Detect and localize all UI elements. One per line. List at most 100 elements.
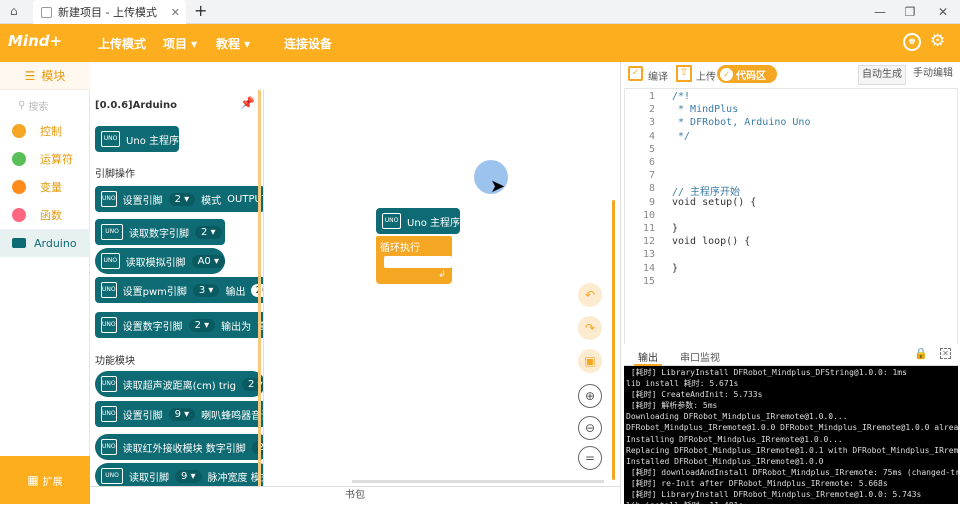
console-line: [耗时] LibraryInstall DFRobot_Mindplus_DFS… bbox=[626, 368, 907, 377]
block-set-digital[interactable]: UNO 设置数字引脚 2 ▾ 输出为 高电 bbox=[95, 312, 263, 338]
zoom-reset-button[interactable]: = bbox=[578, 446, 602, 470]
uno-board-icon: UNO bbox=[101, 376, 117, 392]
menu-upload-mode[interactable]: 上传模式 bbox=[98, 37, 147, 51]
block-pulse-width[interactable]: UNO 读取引脚 9 ▾ 脉冲宽度 模式 bbox=[95, 463, 263, 486]
extension-button[interactable]: ▦ 扩展 bbox=[0, 456, 90, 504]
upload-icon[interactable]: ⇧ bbox=[676, 65, 692, 82]
code-line: */ bbox=[672, 130, 691, 142]
pin-dropdown[interactable]: 2 ▾ bbox=[242, 377, 263, 391]
minimize-icon[interactable]: — bbox=[874, 5, 886, 19]
palette-scrollbar[interactable] bbox=[258, 90, 261, 486]
horizontal-scrollbar[interactable] bbox=[352, 480, 604, 483]
workspace-uno-main[interactable]: UNO Uno 主程序 bbox=[376, 208, 460, 234]
pin-dropdown[interactable]: 2 ▾ bbox=[168, 192, 196, 206]
menu-connect-device[interactable]: 连接设备 bbox=[284, 37, 333, 51]
block-set-pwm[interactable]: UNO 设置pwm引脚 3 ▾ 输出 200 bbox=[95, 277, 263, 303]
block-label: 设置引脚 bbox=[122, 410, 163, 422]
line-number: 5 bbox=[648, 143, 655, 155]
manual-edit-tab[interactable]: 手动编辑 bbox=[913, 68, 953, 79]
category-operators-dot bbox=[12, 152, 26, 166]
line-number: 8 bbox=[648, 183, 655, 195]
pin-dropdown[interactable]: 9 ▾ bbox=[168, 407, 196, 421]
pin-dropdown[interactable]: 9 ▾ bbox=[175, 469, 202, 483]
robot-icon[interactable]: ♚ bbox=[903, 33, 921, 51]
block-label: 设置引脚 bbox=[122, 195, 163, 207]
pin-dropdown[interactable]: 2 ▾ bbox=[195, 225, 222, 239]
block-label: 喇叭蜂鸣器音调 bbox=[201, 410, 263, 422]
screenshot-button[interactable]: ▣ bbox=[578, 349, 602, 373]
console-line: [耗时] 解析参数: 5ms bbox=[626, 401, 718, 411]
console-output[interactable]: [耗时] LibraryInstall DFRobot_Mindplus_DFS… bbox=[624, 366, 958, 504]
code-line: } bbox=[672, 262, 679, 274]
category-control[interactable]: 控制 bbox=[0, 117, 90, 145]
line-number: 13 bbox=[642, 249, 655, 261]
tab-close-icon[interactable]: ✕ bbox=[170, 5, 180, 19]
block-palette: [0.0.6]Arduino 📌 UNO Uno 主程序 引脚操作 UNO 设置… bbox=[90, 90, 264, 486]
backpack-bar[interactable]: 书包 bbox=[90, 486, 620, 504]
search-box[interactable]: ⚲ 搜索 bbox=[18, 96, 84, 114]
tab-serial-monitor[interactable]: 串口监视 bbox=[680, 353, 720, 364]
category-functions[interactable]: 函数 bbox=[0, 201, 90, 229]
line-number: 4 bbox=[648, 130, 655, 142]
block-uno-main[interactable]: UNO Uno 主程序 bbox=[95, 126, 179, 152]
tab-blocks[interactable]: ☰ 模块 bbox=[0, 62, 90, 90]
block-ir-receiver[interactable]: UNO 读取红外接收模块 数字引脚 2 ▾ bbox=[95, 434, 263, 460]
codearea-toggle[interactable]: ✓ 代码区 bbox=[717, 65, 777, 83]
compile-label[interactable]: 编译 bbox=[648, 72, 668, 83]
block-buzzer[interactable]: UNO 设置引脚 9 ▾ 喇叭蜂鸣器音调 bbox=[95, 401, 263, 427]
block-read-digital[interactable]: UNO 读取数字引脚 2 ▾ bbox=[95, 219, 225, 245]
line-number: 11 bbox=[642, 223, 655, 234]
tab-title: 新建项目 - 上传模式 bbox=[58, 6, 157, 19]
loop-block[interactable]: 循环执行 ↲ bbox=[376, 236, 452, 284]
undo-button[interactable]: ↶ bbox=[578, 283, 602, 307]
category-variables-dot bbox=[12, 180, 26, 194]
compile-icon[interactable]: ✓ bbox=[628, 66, 643, 81]
pin-icon[interactable]: 📌 bbox=[240, 96, 255, 110]
uno-board-icon: UNO bbox=[382, 213, 402, 229]
pin-dropdown[interactable]: A0 ▾ bbox=[191, 254, 225, 268]
code-line: void setup() { bbox=[672, 196, 757, 208]
app-tab[interactable]: 新建项目 - 上传模式 ✕ bbox=[33, 0, 186, 24]
pin-dropdown[interactable]: 2 ▾ bbox=[188, 318, 216, 332]
loop-label: 循环执行 bbox=[380, 243, 420, 254]
block-set-pin-mode[interactable]: UNO 设置引脚 2 ▾ 模式 OUTPUT bbox=[95, 186, 264, 212]
code-line: * MindPlus bbox=[672, 104, 739, 116]
zoom-in-button[interactable]: ⊕ bbox=[578, 384, 602, 408]
search-placeholder: 搜索 bbox=[28, 101, 49, 113]
workspace-scrollbar[interactable] bbox=[612, 200, 615, 480]
extension-label: 扩展 bbox=[42, 476, 63, 488]
code-line: * DFRobot, Arduino Uno bbox=[672, 117, 811, 129]
category-operators[interactable]: 运算符 bbox=[0, 145, 90, 173]
window-close-icon[interactable]: ✕ bbox=[937, 5, 949, 19]
restore-icon[interactable]: ❐ bbox=[904, 5, 916, 19]
category-arduino[interactable]: Arduino bbox=[0, 229, 90, 257]
home-icon[interactable]: ⌂ bbox=[10, 4, 18, 18]
zoom-out-button[interactable]: ⊖ bbox=[578, 416, 602, 440]
block-ultrasonic[interactable]: UNO 读取超声波距离(cm) trig 2 ▾ bbox=[95, 371, 263, 397]
lock-icon[interactable]: 🔒 bbox=[914, 347, 928, 360]
block-read-analog[interactable]: UNO 读取模拟引脚 A0 ▾ bbox=[95, 248, 225, 274]
category-label: 函数 bbox=[40, 209, 62, 222]
menu-project[interactable]: 项目 ▾ bbox=[163, 37, 198, 51]
tab-output[interactable]: 输出 bbox=[638, 353, 658, 364]
clear-console-icon[interactable]: ✕ bbox=[940, 348, 951, 359]
mode-dropdown[interactable]: OUTPUT bbox=[227, 193, 264, 205]
blocks-icon: ☰ bbox=[24, 68, 36, 83]
gear-icon[interactable]: ⚙ bbox=[930, 31, 946, 51]
upload-label[interactable]: 上传 bbox=[696, 72, 716, 83]
pin-dropdown[interactable]: 3 ▾ bbox=[192, 283, 220, 297]
code-workspace[interactable]: UNO Uno 主程序 循环执行 ↲ ➤ bbox=[264, 90, 618, 486]
console-line: [耗时] re-Init after DFRobot_Mindplus_IRre… bbox=[626, 478, 888, 488]
menu-tutorial[interactable]: 教程 ▾ bbox=[216, 37, 251, 51]
new-tab-button[interactable]: + bbox=[194, 1, 208, 20]
code-line: void loop() { bbox=[672, 236, 751, 248]
redo-button[interactable]: ↷ bbox=[578, 316, 602, 340]
block-label: 设置数字引脚 bbox=[122, 321, 183, 333]
auto-generate-tab[interactable]: 自动生成 bbox=[858, 65, 906, 85]
code-pane: ✓ 编译 ⇧ 上传 ✓ 代码区 自动生成 手动编辑 1/*!2 * MindPl… bbox=[620, 62, 960, 504]
tab-output-underline bbox=[634, 364, 662, 366]
category-variables[interactable]: 变量 bbox=[0, 173, 90, 201]
block-label: 读取数字引脚 bbox=[129, 228, 189, 240]
tab-favicon-icon bbox=[41, 6, 52, 18]
